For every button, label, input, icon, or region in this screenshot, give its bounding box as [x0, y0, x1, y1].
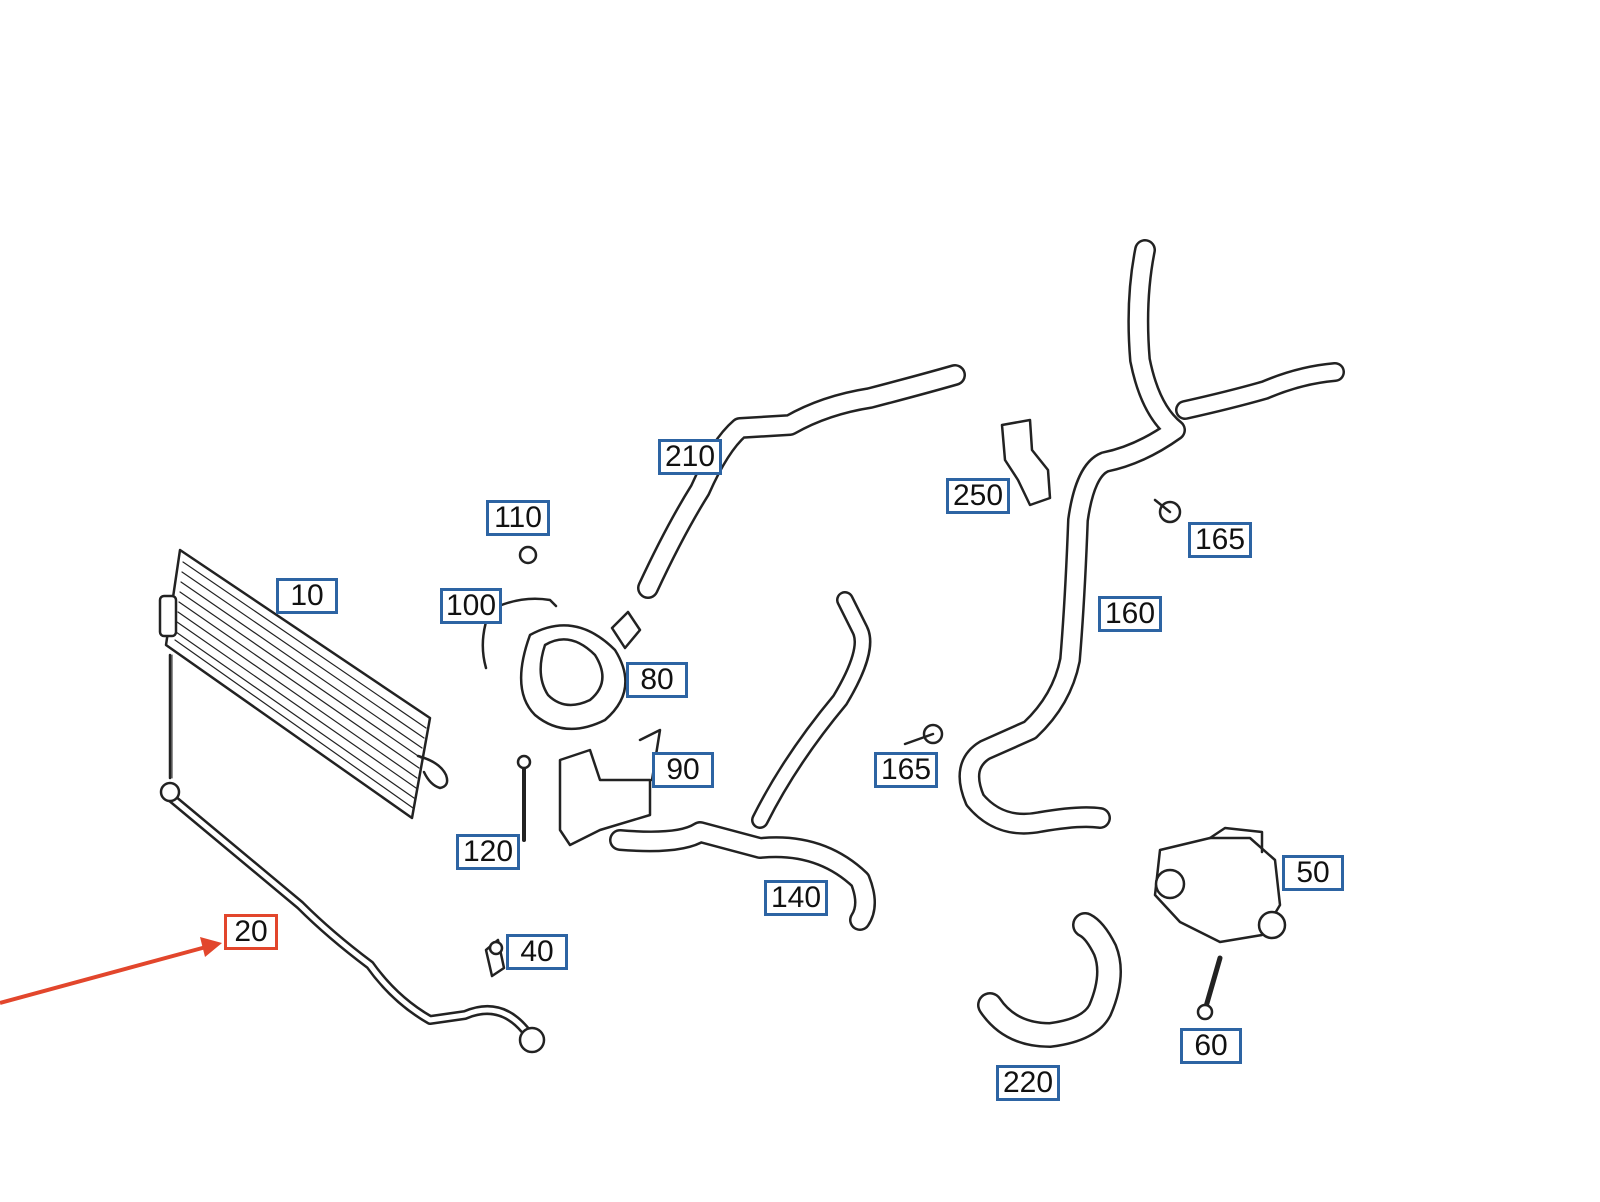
clip-part-250	[1000, 418, 1052, 507]
hose-part-210	[637, 364, 966, 599]
callout-160[interactable]: 160	[1098, 596, 1162, 632]
callout-40[interactable]: 40	[506, 934, 568, 970]
callout-120[interactable]: 120	[456, 834, 520, 870]
hose-part-140	[609, 591, 876, 931]
water-pump-part-80	[481, 545, 642, 731]
callout-80[interactable]: 80	[626, 662, 688, 698]
hose-part-160	[958, 239, 1345, 835]
callout-110[interactable]: 110	[486, 500, 550, 536]
bolt-part-165-upper	[1153, 498, 1182, 524]
callout-60[interactable]: 60	[1180, 1028, 1242, 1064]
callout-140[interactable]: 140	[764, 880, 828, 916]
callout-90[interactable]: 90	[652, 752, 714, 788]
bolt-part-60	[1196, 955, 1223, 1021]
callout-100[interactable]: 100	[440, 588, 502, 624]
callout-50[interactable]: 50	[1282, 855, 1344, 891]
callout-250[interactable]: 250	[946, 478, 1010, 514]
callout-20[interactable]: 20	[224, 914, 278, 950]
callout-165-upper[interactable]: 165	[1188, 522, 1252, 558]
callout-220[interactable]: 220	[996, 1065, 1060, 1101]
hose-part-220	[977, 912, 1122, 1048]
bracket-part-90	[516, 728, 662, 847]
clamp-part-40	[484, 938, 506, 978]
hose-part-20	[159, 781, 546, 1054]
callout-10[interactable]: 10	[276, 578, 338, 614]
pointer-arrow	[0, 937, 222, 1005]
bolt-part-165-lower	[903, 723, 944, 746]
callout-210[interactable]: 210	[658, 439, 722, 475]
callout-165-lower[interactable]: 165	[874, 752, 938, 788]
thermostat-part-50	[1153, 826, 1287, 944]
radiator-part-10	[158, 548, 449, 820]
